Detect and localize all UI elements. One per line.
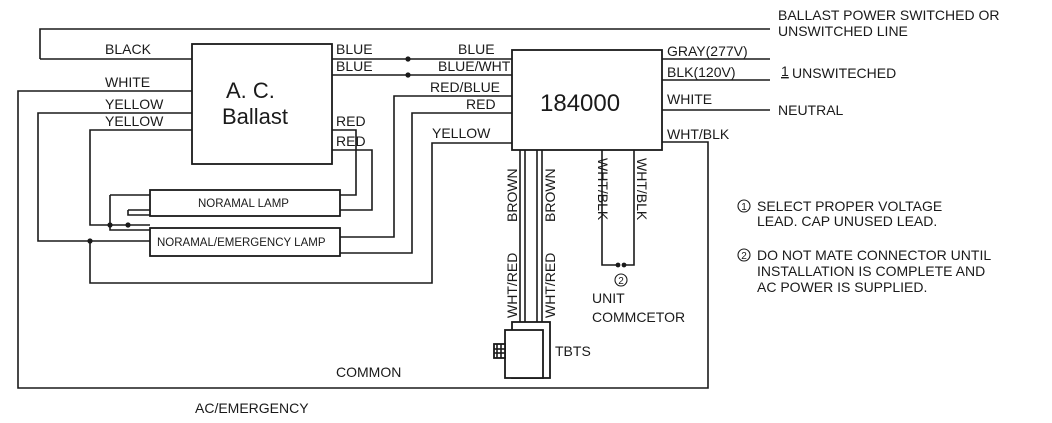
ac-ballast-box (191, 43, 333, 165)
switched-line-label-2: UNSWITCHED LINE (778, 23, 908, 39)
yellow-wire-2 (89, 129, 192, 226)
note-2-marker-circle (737, 248, 751, 262)
normal-emergency-lamp (149, 227, 341, 257)
lamp-junction-wire-a (109, 195, 150, 231)
module-white-label: WHITE (667, 91, 712, 107)
note-1-ref-marker: 1 (781, 63, 789, 79)
wht-blk-wire-2 (624, 150, 635, 266)
ballast-blue-label-1: BLUE (336, 41, 373, 57)
unit-connector-label-1: UNIT (592, 290, 625, 306)
tbts-switch (493, 321, 551, 379)
normal-lamp (149, 189, 341, 217)
ballast-red-label-2: RED (336, 133, 366, 149)
wht-red-label-1: WHT/RED (504, 253, 520, 318)
module-yellow-wire (89, 142, 512, 284)
yellow-wire-1 (37, 112, 192, 242)
connector-pin (621, 262, 627, 268)
yellow-label-2: YELLOW (105, 113, 164, 129)
wht-blk-label-1: WHT/BLK (595, 158, 611, 221)
note-1-text-2: LEAD. CAP UNUSED LEAD. (757, 213, 937, 229)
neutral-label: NEUTRAL (778, 102, 844, 118)
junction-dot (405, 56, 411, 62)
ballast-red-wire-1 (332, 129, 357, 196)
note-1: 1 SELECT PROPER VOLTAGE LEAD. CAP UNUSED… (737, 198, 942, 229)
common-label: COMMON (336, 364, 401, 380)
ballast-blue-label-2: BLUE (336, 58, 373, 74)
normal-lamp-label: NORAMAL LAMP (198, 198, 289, 210)
junction-dot (405, 72, 411, 78)
black-label: BLACK (105, 41, 152, 57)
connector-pin (615, 262, 621, 268)
unit-connector-label-2: COMMCETOR (592, 309, 685, 325)
note-2-marker: 2 (741, 251, 747, 262)
module-yellow-label: YELLOW (432, 125, 491, 141)
lamp-junction-wire-c (127, 210, 150, 216)
module-wht-blk-label: WHT/BLK (667, 126, 730, 142)
ac-emergency-label: AC/EMERGENCY (195, 400, 309, 416)
brown-label-2: BROWN (542, 168, 558, 222)
note-1-marker-circle (737, 199, 751, 213)
red-blue-wire (340, 95, 512, 238)
ballast-red-label-1: RED (336, 113, 366, 129)
note-2-text-2: INSTALLATION IS COMPLETE AND (757, 263, 985, 279)
note-1-text-1: SELECT PROPER VOLTAGE (757, 198, 942, 214)
brown-label-1: BROWN (504, 168, 520, 222)
switched-line-wire (39, 28, 770, 59)
normal-emergency-lamp-label: NORAMAL/EMERGENCY LAMP (157, 237, 326, 249)
white-common-wire (17, 90, 709, 389)
tbts-label: TBTS (555, 343, 591, 359)
white-label: WHITE (105, 74, 150, 90)
wht-blk-wire-1 (601, 150, 618, 266)
note-2-text-1: DO NOT MATE CONNECTOR UNTIL (757, 247, 991, 263)
ballast-label-1: A. C. (226, 78, 275, 103)
connector-marker-number: 2 (618, 276, 624, 287)
note-1-marker: 1 (741, 202, 747, 213)
junction-dot (107, 222, 113, 228)
wht-red-label-2: WHT/RED (542, 253, 558, 318)
module-blue-wht-label: BLUE/WHT (438, 58, 511, 74)
yellow-label-1: YELLOW (105, 96, 164, 112)
wht-blk-label-2: WHT/BLK (634, 158, 650, 221)
unswitched-label: UNSWITECHED (792, 65, 896, 81)
module-red-label: RED (466, 96, 496, 112)
module-blue-label: BLUE (458, 41, 495, 57)
note-2-text-3: AC POWER IS SUPPLIED. (757, 279, 927, 295)
gray-277v-label: GRAY(277V) (667, 43, 748, 59)
ballast-label-2: Ballast (222, 104, 288, 129)
note-2: 2 DO NOT MATE CONNECTOR UNTIL INSTALLATI… (737, 247, 991, 295)
junction-dot (87, 238, 93, 244)
red-wire (340, 112, 512, 254)
module-red-blue-label: RED/BLUE (430, 79, 500, 95)
module-label: 184000 (540, 90, 620, 117)
junction-dot (125, 222, 131, 228)
module-184000-box (511, 49, 663, 151)
ballast-red-wire-2 (332, 149, 373, 211)
switched-line-label: BALLAST POWER SWITCHED OR (778, 7, 999, 23)
blk-120v-label: BLK(120V) (667, 64, 735, 80)
connector-marker-circle (614, 273, 628, 287)
